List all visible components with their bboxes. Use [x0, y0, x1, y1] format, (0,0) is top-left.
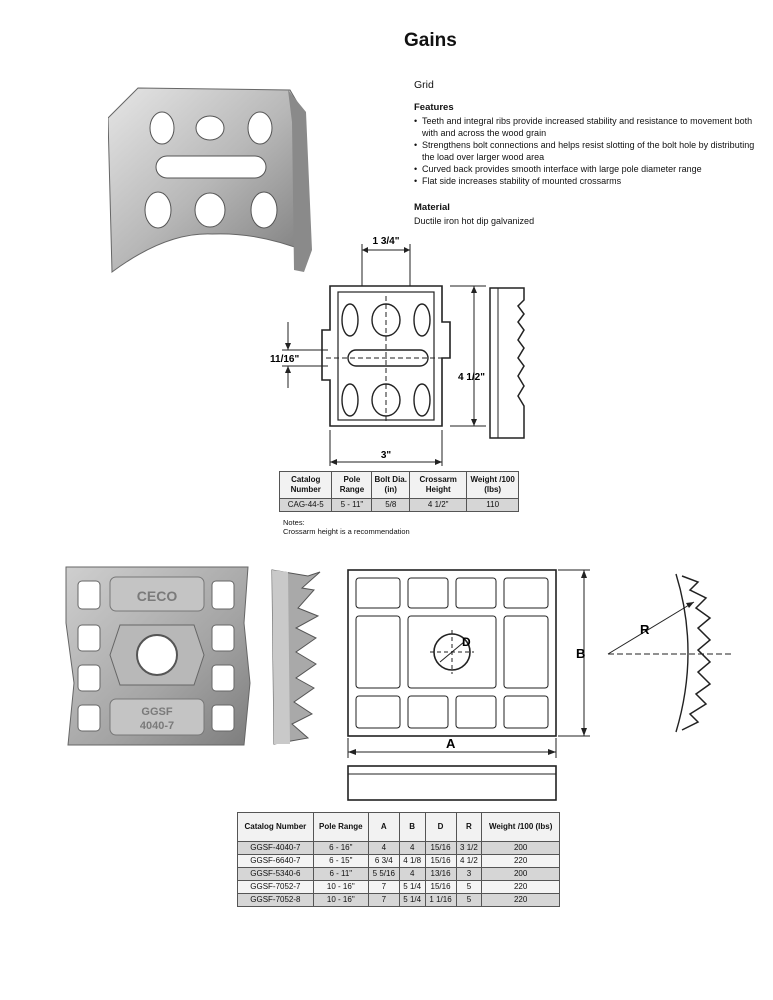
col-header: Pole Range	[312, 812, 369, 842]
features-section: Features Teeth and integral ribs provide…	[414, 102, 759, 187]
table-cell: 220	[481, 854, 560, 868]
table-cell: 4	[398, 867, 426, 881]
material-section: Material Ductile iron hot dip galvanized	[414, 202, 534, 227]
table-cell: GGSF-7052-8	[237, 893, 314, 907]
table-cell: 7	[367, 880, 400, 894]
table-cell: 4 1/2"	[409, 498, 468, 512]
label-r: R	[640, 622, 650, 637]
features-list: Teeth and integral ribs provide increase…	[414, 115, 759, 187]
col-header: B	[398, 812, 426, 842]
feature-item: Teeth and integral ribs provide increase…	[414, 115, 759, 139]
notes-heading: Notes:	[283, 518, 305, 527]
cast-text-top: CECO	[137, 588, 178, 604]
grid-gain-drawing: 1 3/4" 11/16" 4 1/2" 3"	[270, 236, 525, 466]
table-cell: 5 - 11"	[331, 498, 373, 512]
table-cell: 6 3/4	[367, 854, 400, 868]
table-cell: 200	[481, 867, 560, 881]
feature-item: Strengthens bolt connections and helps r…	[414, 139, 759, 163]
dim-top-label: 1 3/4"	[373, 236, 400, 247]
table-cell: 220	[481, 893, 560, 907]
table-cell: 6 - 11"	[312, 867, 369, 881]
table-row: GGSF-7052-8 10 - 16" 7 5 1/4 1 1/16 5 22…	[237, 893, 560, 907]
table-cell: GGSF-5340-6	[237, 867, 314, 881]
dim-left-label: 11/16"	[270, 354, 299, 365]
table-cell: 13/16	[424, 867, 457, 881]
ggsf-drawing: D A B R	[347, 569, 732, 801]
col-header: Crossarm Height	[409, 471, 468, 499]
table-header-row: Catalog Number Pole Range A B D R Weight…	[237, 812, 560, 842]
col-header: Catalog Number	[278, 471, 333, 499]
col-header: Bolt Dia. (in)	[371, 471, 411, 499]
table-cell: 15/16	[424, 880, 457, 894]
product-name: Grid	[414, 79, 434, 91]
table-cell: 5 5/16	[367, 867, 400, 881]
table-cell: 6 - 15"	[312, 854, 369, 868]
label-b: B	[576, 646, 585, 661]
label-d: D	[462, 635, 471, 649]
notes-text: Crossarm height is a recommendation	[283, 527, 410, 536]
table-header-row: Catalog Number Pole Range Bolt Dia. (in)…	[278, 471, 519, 499]
table-cell: 15/16	[424, 841, 457, 855]
table-cell: 5/8	[371, 498, 411, 512]
table-cell: 110	[466, 498, 519, 512]
spec-table-ggsf: Catalog Number Pole Range A B D R Weight…	[237, 812, 560, 907]
spec-table-grid: Catalog Number Pole Range Bolt Dia. (in)…	[278, 471, 519, 512]
table-cell: CAG-44-5	[278, 498, 333, 512]
col-header: R	[455, 812, 483, 842]
table-cell: 4	[398, 841, 426, 855]
table-cell: 5	[455, 893, 483, 907]
feature-item: Flat side increases stability of mounted…	[414, 175, 759, 187]
col-header: Catalog Number	[237, 812, 314, 842]
dim-right-label: 4 1/2"	[458, 372, 485, 383]
table-cell: 4 1/8	[398, 854, 426, 868]
table-cell: 4 1/2	[455, 854, 483, 868]
table-cell: 1 1/16	[424, 893, 457, 907]
table-row: GGSF-4040-7 6 - 16" 4 4 15/16 3 1/2 200	[237, 841, 560, 855]
grid-gain-photo	[108, 87, 312, 273]
feature-item: Curved back provides smooth interface wi…	[414, 163, 759, 175]
table-cell: 15/16	[424, 854, 457, 868]
table-cell: 5 1/4	[398, 880, 426, 894]
col-header: D	[424, 812, 457, 842]
col-header: Weight /100 (lbs)	[481, 812, 560, 842]
table-row: CAG-44-5 5 - 11" 5/8 4 1/2" 110	[278, 498, 519, 512]
table-cell: 200	[481, 841, 560, 855]
table-cell: GGSF-7052-7	[237, 880, 314, 894]
table-row: GGSF-7052-7 10 - 16" 7 5 1/4 15/16 5 220	[237, 880, 560, 894]
table-cell: 10 - 16"	[312, 893, 369, 907]
table-cell: 7	[367, 893, 400, 907]
col-header: Weight /100 (lbs)	[466, 471, 519, 499]
notes: Notes: Crossarm height is a recommendati…	[283, 518, 410, 536]
table-cell: 5 1/4	[398, 893, 426, 907]
col-header: Pole Range	[331, 471, 373, 499]
table-cell: 5	[455, 880, 483, 894]
table-row: GGSF-5340-6 6 - 11" 5 5/16 4 13/16 3 200	[237, 867, 560, 881]
ggsf-gain-photo: CECO GGSF 4040-7	[65, 566, 251, 746]
features-heading: Features	[414, 102, 454, 113]
material-text: Ductile iron hot dip galvanized	[414, 216, 535, 226]
page-title: Gains	[404, 30, 457, 51]
table-cell: GGSF-4040-7	[237, 841, 314, 855]
table-cell: 10 - 16"	[312, 880, 369, 894]
table-cell: 3	[455, 867, 483, 881]
col-header: A	[367, 812, 400, 842]
table-row: GGSF-6640-7 6 - 15" 6 3/4 4 1/8 15/16 4 …	[237, 854, 560, 868]
cast-text-bottom-code: 4040-7	[140, 720, 174, 732]
table-cell: 4	[367, 841, 400, 855]
cast-text-bottom: GGSF	[141, 706, 172, 718]
table-cell: 220	[481, 880, 560, 894]
label-a: A	[446, 736, 456, 751]
table-cell: GGSF-6640-7	[237, 854, 314, 868]
material-heading: Material	[414, 202, 450, 213]
table-cell: 3 1/2	[455, 841, 483, 855]
table-cell: 6 - 16"	[312, 841, 369, 855]
ggsf-side-photo	[271, 569, 321, 745]
dim-bottom-label: 3"	[381, 450, 392, 461]
